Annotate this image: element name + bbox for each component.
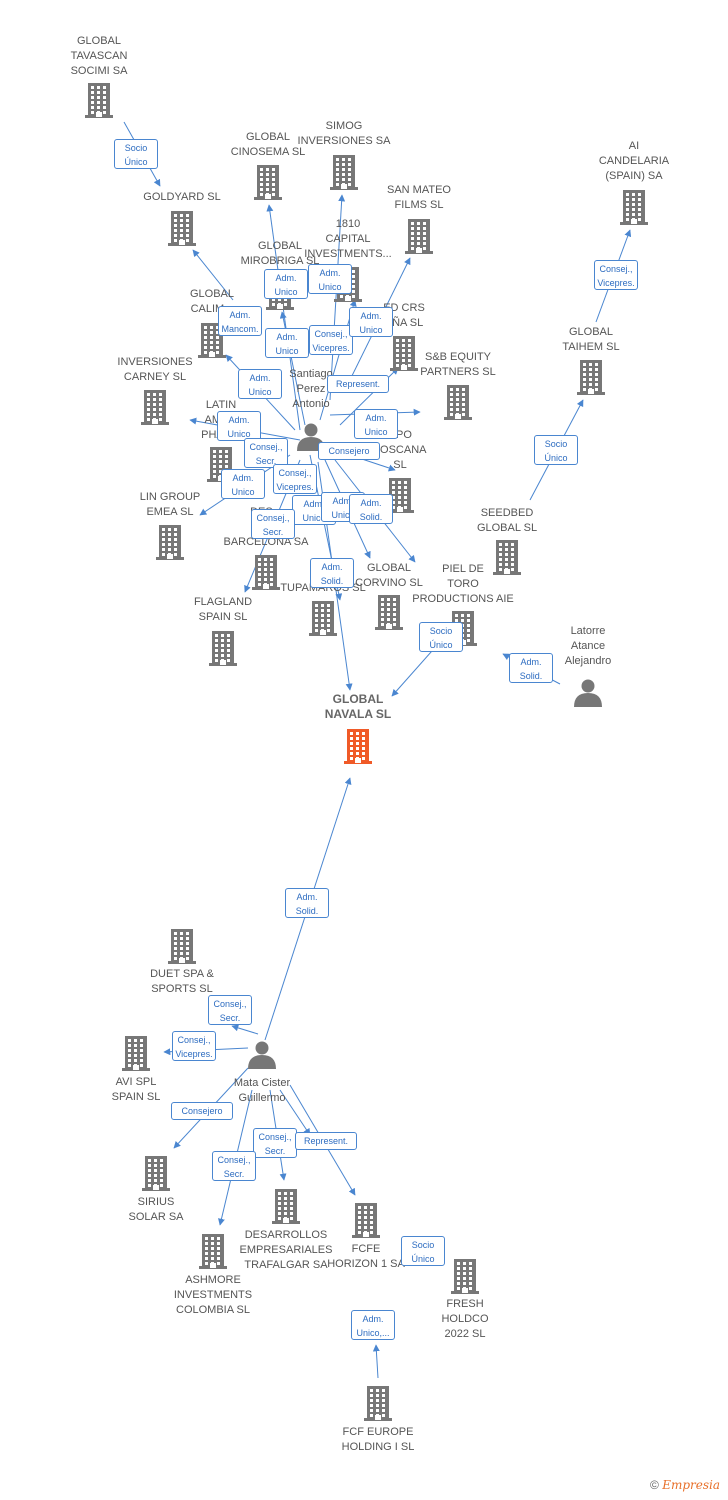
relation-role-tag: Consej., Vicepres.	[172, 1031, 216, 1061]
company-name-label[interactable]: INVERSIONES CARNEY SL	[117, 356, 193, 383]
relation-role-tag: Adm. Unico	[264, 269, 308, 299]
company-name-label[interactable]: GLOBAL CORVINO SL	[355, 562, 423, 589]
relation-role-tag: Consejero	[171, 1102, 233, 1120]
company-name-label[interactable]: GLOBAL TAIHEM SL	[562, 326, 620, 353]
relation-role-tag: Consej., Secr.	[251, 509, 295, 539]
copyright-symbol: ©	[650, 1478, 659, 1492]
relation-role-tag: Consej., Secr.	[244, 438, 288, 468]
relation-role-tag: Socio Único	[534, 435, 578, 465]
company-building-icon[interactable]	[156, 525, 184, 560]
relation-role-tag: Adm. Unico	[349, 307, 393, 337]
company-building-icon[interactable]	[444, 385, 472, 420]
company-building-icon[interactable]	[375, 595, 403, 630]
relation-role-tag: Represent.	[295, 1132, 357, 1150]
person-name-label[interactable]: Latorre Atance Alejandro	[564, 625, 612, 667]
company-name-label[interactable]: AVI SPL SPAIN SL	[111, 1076, 161, 1103]
relation-role-tag: Adm. Unico	[354, 409, 398, 439]
company-name-label[interactable]: GLOBAL NAVALA SL	[324, 692, 392, 721]
person-icon[interactable]	[248, 1041, 276, 1070]
company-building-icon[interactable]	[272, 1189, 300, 1224]
company-name-label[interactable]: GLOBAL TAVASCAN SOCIMI SA	[70, 35, 128, 77]
company-building-icon[interactable]	[142, 1156, 170, 1191]
company-building-icon[interactable]	[405, 219, 433, 254]
company-building-icon[interactable]	[209, 631, 237, 666]
person-icon[interactable]	[574, 679, 602, 708]
company-building-icon[interactable]	[85, 83, 113, 118]
company-name-label[interactable]: SIMOG INVERSIONES SA	[297, 120, 391, 147]
company-name-label[interactable]: PIEL DE TORO PRODUCTIONS AIE	[412, 563, 514, 605]
relation-role-tag: Consej., Vicepres.	[594, 260, 638, 290]
relation-role-tag: Adm. Unico	[265, 328, 309, 358]
relation-role-tag: Adm. Unico	[308, 264, 352, 294]
relation-edge	[231, 1024, 259, 1035]
company-name-label[interactable]: ASHMORE INVESTMENTS COLOMBIA SL	[173, 1274, 253, 1316]
relation-role-tag: Adm. Unico	[238, 369, 282, 399]
company-name-label[interactable]: SAN MATEO FILMS SL	[387, 184, 451, 211]
company-building-icon[interactable]	[141, 390, 169, 425]
company-building-icon[interactable]	[364, 1386, 392, 1421]
relation-edge	[279, 1089, 311, 1136]
company-name-label[interactable]: FLAGLAND SPAIN SL	[193, 596, 253, 623]
company-building-icon[interactable]	[352, 1203, 380, 1238]
company-building-icon[interactable]	[199, 1234, 227, 1269]
relation-edge	[192, 249, 234, 301]
relation-role-tag: Consej., Secr.	[253, 1128, 297, 1158]
relation-role-tag: Adm. Solid.	[509, 653, 553, 683]
relation-role-tag: Adm. Unico	[217, 411, 261, 441]
company-building-icon[interactable]	[198, 323, 226, 358]
relation-role-tag: Adm. Unico	[221, 469, 265, 499]
company-name-label[interactable]: GLOBAL CINOSEMA SL	[230, 131, 306, 158]
relation-role-tag: Consej., Secr.	[208, 995, 252, 1025]
company-building-icon[interactable]	[252, 555, 280, 590]
company-building-icon[interactable]	[168, 929, 196, 964]
company-building-icon[interactable]	[330, 155, 358, 190]
company-building-icon[interactable]	[122, 1036, 150, 1071]
company-name-label[interactable]: DUET SPA & SPORTS SL	[150, 968, 214, 995]
watermark: © Empresia	[650, 1478, 720, 1492]
company-building-icon[interactable]	[254, 165, 282, 200]
relation-role-tag: Represent.	[327, 375, 389, 393]
relation-role-tag: Adm. Solid.	[349, 494, 393, 524]
company-name-label[interactable]: GOLDYARD SL	[143, 191, 221, 203]
relation-role-tag: Socio Único	[114, 139, 158, 169]
relation-role-tag: Adm. Mancom.	[218, 306, 262, 336]
relation-role-tag: Adm. Unico,...	[351, 1310, 395, 1340]
company-name-label[interactable]: SEEDBED GLOBAL SL	[476, 507, 538, 534]
company-name-label[interactable]: FCF EUROPE HOLDING I SL	[341, 1426, 415, 1453]
relation-role-tag: Adm. Solid.	[285, 888, 329, 918]
company-name-label[interactable]: DESARROLLOS EMPRESARIALES TRAFALGAR SA	[239, 1229, 333, 1271]
relation-role-tag: Consej., Vicepres.	[273, 464, 317, 494]
relation-edge	[372, 1344, 380, 1379]
relation-role-tag: Adm. Solid.	[310, 558, 354, 588]
company-building-icon[interactable]	[493, 540, 521, 575]
company-name-label[interactable]: 1810 CAPITAL INVESTMENTS...	[304, 218, 392, 260]
company-name-label[interactable]: AI CANDELARIA (SPAIN) SA	[598, 140, 670, 182]
company-building-icon[interactable]	[168, 211, 196, 246]
relation-role-tag: Consejero	[318, 442, 380, 460]
person-name-label[interactable]: Mata Cister Guillermo	[233, 1077, 291, 1104]
relation-edge	[329, 194, 346, 401]
company-building-icon[interactable]	[309, 601, 337, 636]
company-name-label[interactable]: GLOBAL MIROBRIGA SL	[240, 240, 320, 267]
company-name-label[interactable]: FCFE HORIZON 1 SA	[327, 1243, 405, 1270]
focus-company-building-icon[interactable]	[344, 729, 372, 764]
company-building-icon[interactable]	[577, 360, 605, 395]
relation-role-tag: Socio Único	[401, 1236, 445, 1266]
company-name-label[interactable]: LIN GROUP EMEA SL	[139, 491, 201, 518]
company-building-icon[interactable]	[386, 478, 414, 513]
relation-role-tag: Socio Único	[419, 622, 463, 652]
relation-role-tag: Consej., Secr.	[212, 1151, 256, 1181]
relation-role-tag: Consej., Vicepres.	[309, 325, 353, 355]
company-name-label[interactable]: FRESH HOLDCO 2022 SL	[441, 1298, 489, 1340]
company-building-icon[interactable]	[451, 1259, 479, 1294]
person-name-label[interactable]: Santiago Perez Antonio	[289, 368, 333, 410]
company-name-label[interactable]: S&B EQUITY PARTNERS SL	[420, 351, 496, 378]
brand-logo: Empresia	[662, 1478, 720, 1492]
company-building-icon[interactable]	[620, 190, 648, 225]
company-building-icon[interactable]	[390, 336, 418, 371]
company-name-label[interactable]: SIRIUS SOLAR SA	[128, 1196, 184, 1223]
